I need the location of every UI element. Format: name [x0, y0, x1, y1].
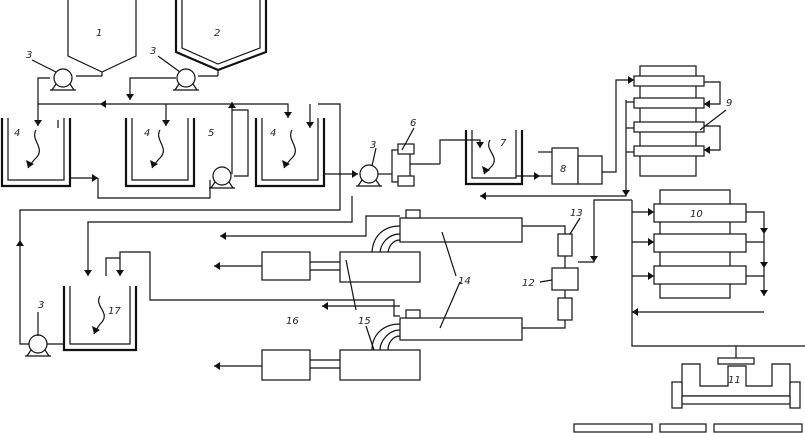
- label-5: 5: [208, 128, 214, 139]
- tank-4-a: [0, 118, 72, 188]
- label-6: 6: [410, 118, 416, 129]
- label-2: 2: [214, 28, 220, 39]
- extruder-14-upper: [365, 209, 523, 255]
- motor-15-lower: [214, 349, 421, 381]
- hopper-1: [67, 0, 137, 76]
- label-3-a: 3: [26, 50, 32, 61]
- label-14: 14: [458, 276, 471, 287]
- label-17: 17: [108, 306, 121, 317]
- stack-9: [480, 65, 721, 197]
- stack-10: [578, 189, 805, 347]
- label-4-c: 4: [270, 128, 276, 139]
- pump-5: [209, 166, 235, 189]
- label-8: 8: [560, 164, 566, 175]
- hopper-feed-lines: [37, 75, 289, 174]
- label-7: 7: [500, 138, 507, 149]
- pump-3-a: [50, 68, 76, 91]
- unit-8: [538, 79, 634, 185]
- motor-15-upper: [214, 251, 421, 283]
- unit-13: [522, 225, 573, 268]
- tank-4-c: [254, 104, 326, 188]
- scale-bars: [573, 423, 803, 433]
- label-11: 11: [728, 375, 741, 386]
- label-1: 1: [96, 28, 102, 39]
- unit-11: [671, 346, 801, 409]
- label-3-b: 3: [150, 46, 156, 57]
- unit-12: [522, 267, 579, 329]
- unit-6: [378, 143, 440, 187]
- label-10: 10: [690, 209, 703, 220]
- label-12: 12: [522, 278, 535, 289]
- label-9: 9: [726, 98, 732, 109]
- label-15: 15: [358, 316, 371, 327]
- label-16: 16: [286, 316, 299, 327]
- pump-3-c: [356, 164, 382, 187]
- pump-3-d: [19, 330, 64, 357]
- hopper-2: [174, 0, 268, 76]
- pump-3-b: [173, 68, 199, 91]
- leader-lines: [31, 55, 727, 351]
- label-3-c: 3: [370, 140, 376, 151]
- label-4-a: 4: [14, 128, 20, 139]
- label-4-b: 4: [144, 128, 150, 139]
- return-lines: [87, 196, 400, 307]
- tank-17: [62, 286, 138, 352]
- arrowheads: [16, 76, 768, 370]
- extruder-14-lower: [119, 251, 523, 351]
- label-3-d: 3: [38, 300, 44, 311]
- label-13: 13: [570, 208, 583, 219]
- tank-link-lines: [19, 103, 358, 330]
- tank-4-b: [124, 118, 196, 188]
